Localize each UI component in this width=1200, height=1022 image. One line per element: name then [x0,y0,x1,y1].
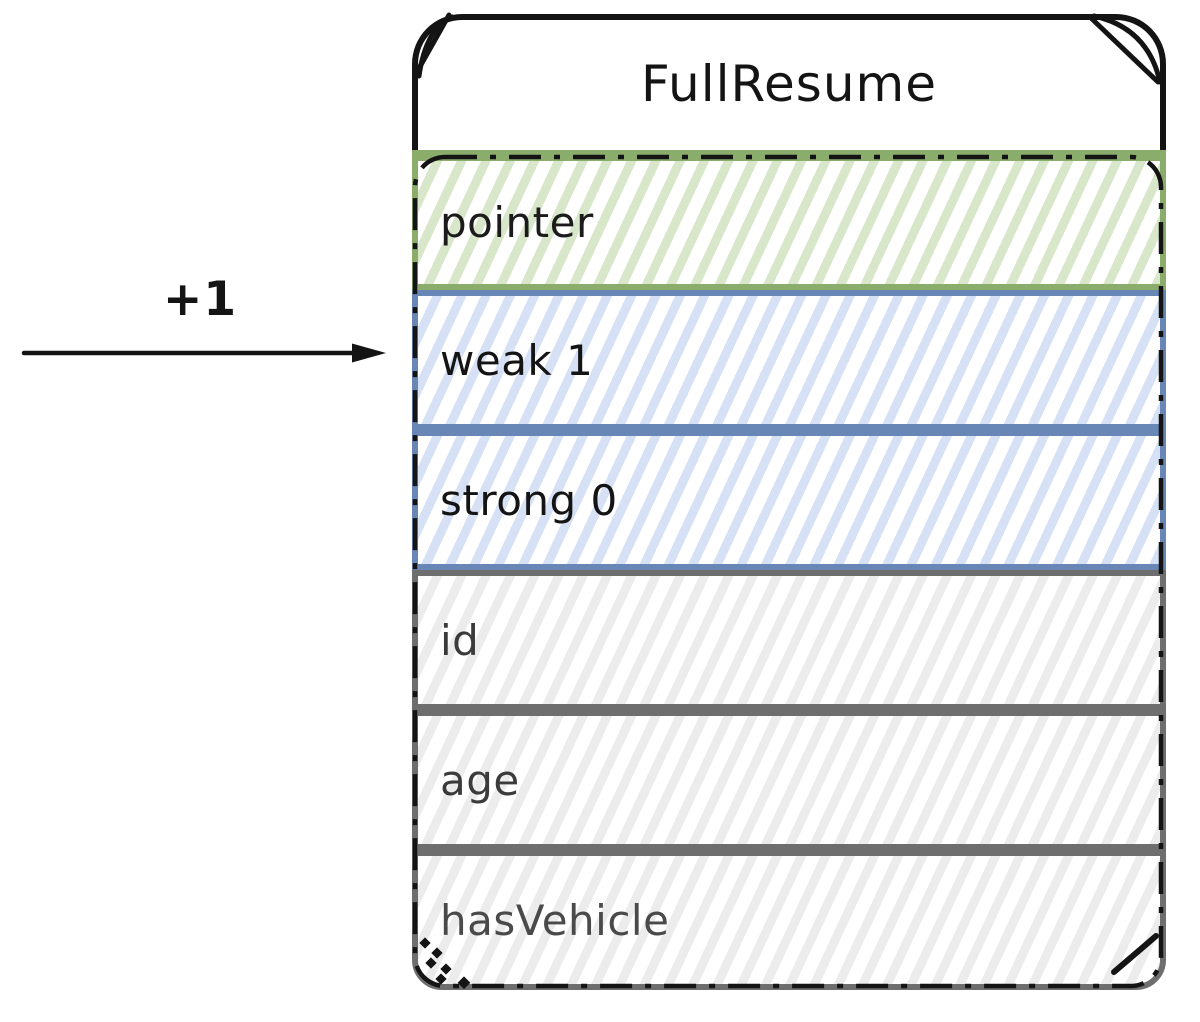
row-has-vehicle: hasVehicle [412,850,1166,990]
record-box-header: FullResume [412,14,1166,152]
row-label: weak 1 [440,335,594,385]
row-weak-count: weak 1 [412,290,1166,430]
row-label: strong 0 [440,475,618,525]
arrow-right-icon [21,343,386,363]
arrow-label: +1 [162,272,238,327]
row-label: pointer [440,198,594,247]
row-pointer: pointer [412,150,1166,290]
row-strong-count: strong 0 [412,430,1166,570]
record-title: FullResume [641,55,937,113]
row-label: age [440,755,520,805]
row-id: id [412,570,1166,710]
row-label: id [440,615,480,665]
row-age: age [412,710,1166,850]
row-label: hasVehicle [440,895,670,945]
